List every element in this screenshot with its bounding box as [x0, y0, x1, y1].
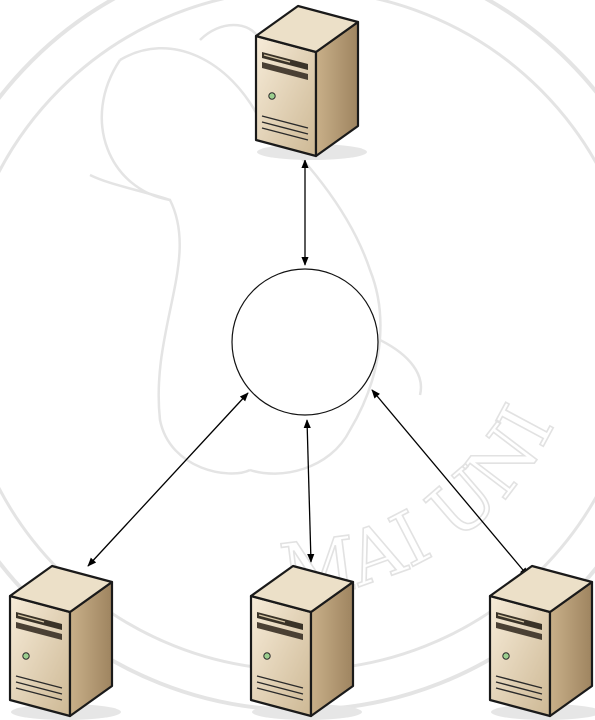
link-left-server-hub: [87, 392, 249, 567]
network-hub-circle: [231, 268, 379, 416]
link-right-server-hub: [371, 389, 529, 577]
server-bottom-left-icon: [8, 564, 123, 720]
server-bottom-right-icon: [488, 564, 595, 720]
link-center-server-hub: [303, 419, 315, 563]
server-bottom-center-icon: [249, 564, 364, 720]
server-top-icon: [254, 4, 369, 162]
